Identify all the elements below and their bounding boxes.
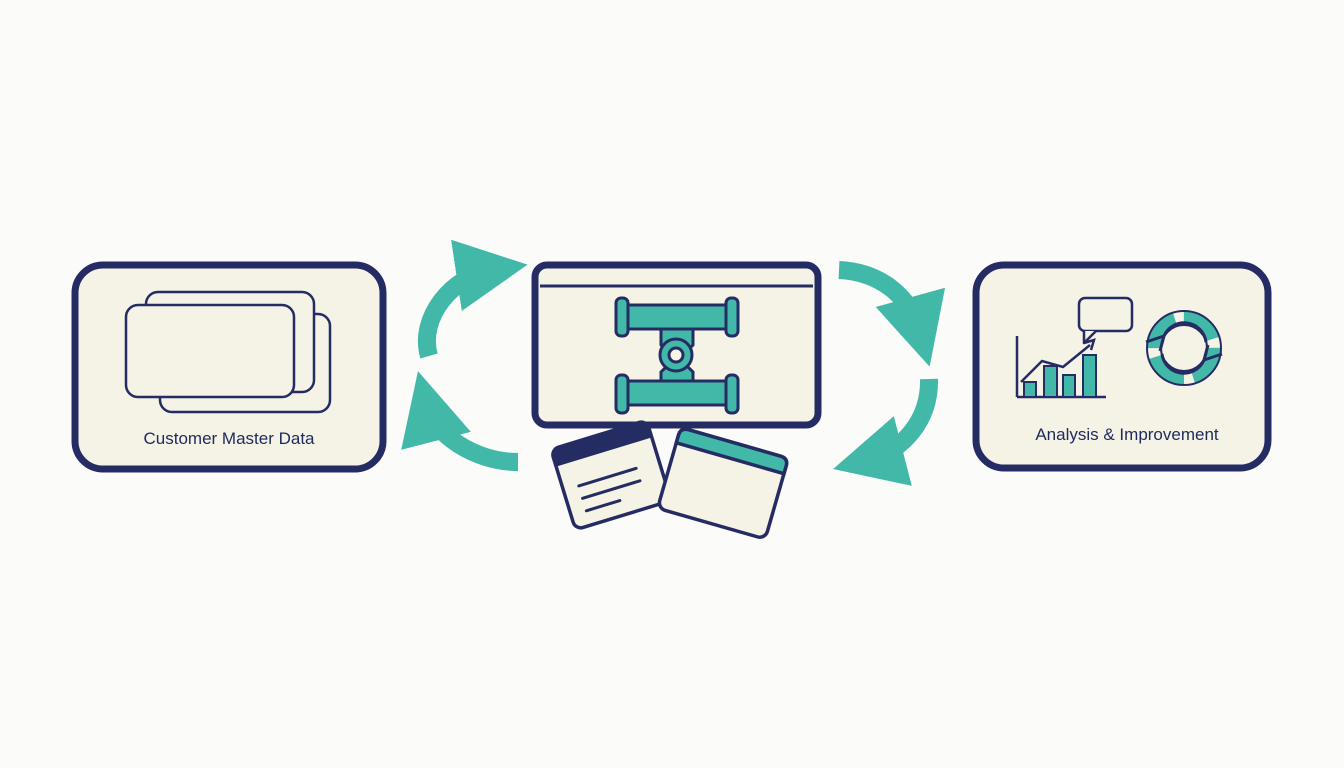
speech-bubble-icon [1077, 296, 1134, 333]
arrow-left-up [418, 239, 528, 359]
arrow-right-down [838, 261, 946, 367]
node-integration-hub [531, 261, 822, 539]
bar-chart-icon [1015, 296, 1134, 399]
node-label-analysis-improvement: Analysis & Improvement [1035, 425, 1219, 444]
data-cards-icon [551, 420, 789, 539]
stacked-cards-icon [124, 290, 332, 414]
connector-arrows [401, 239, 946, 486]
arrow-right-up [833, 378, 939, 486]
arrow-left-down [401, 371, 519, 471]
pipe-junction-icon [614, 296, 740, 415]
node-analysis-improvement: Analysis & Improvement [972, 261, 1272, 472]
refresh-cycle-icon [1145, 310, 1223, 386]
node-label-customer-master-data: Customer Master Data [144, 429, 316, 448]
node-customer-master-data: Customer Master Data [71, 261, 387, 473]
